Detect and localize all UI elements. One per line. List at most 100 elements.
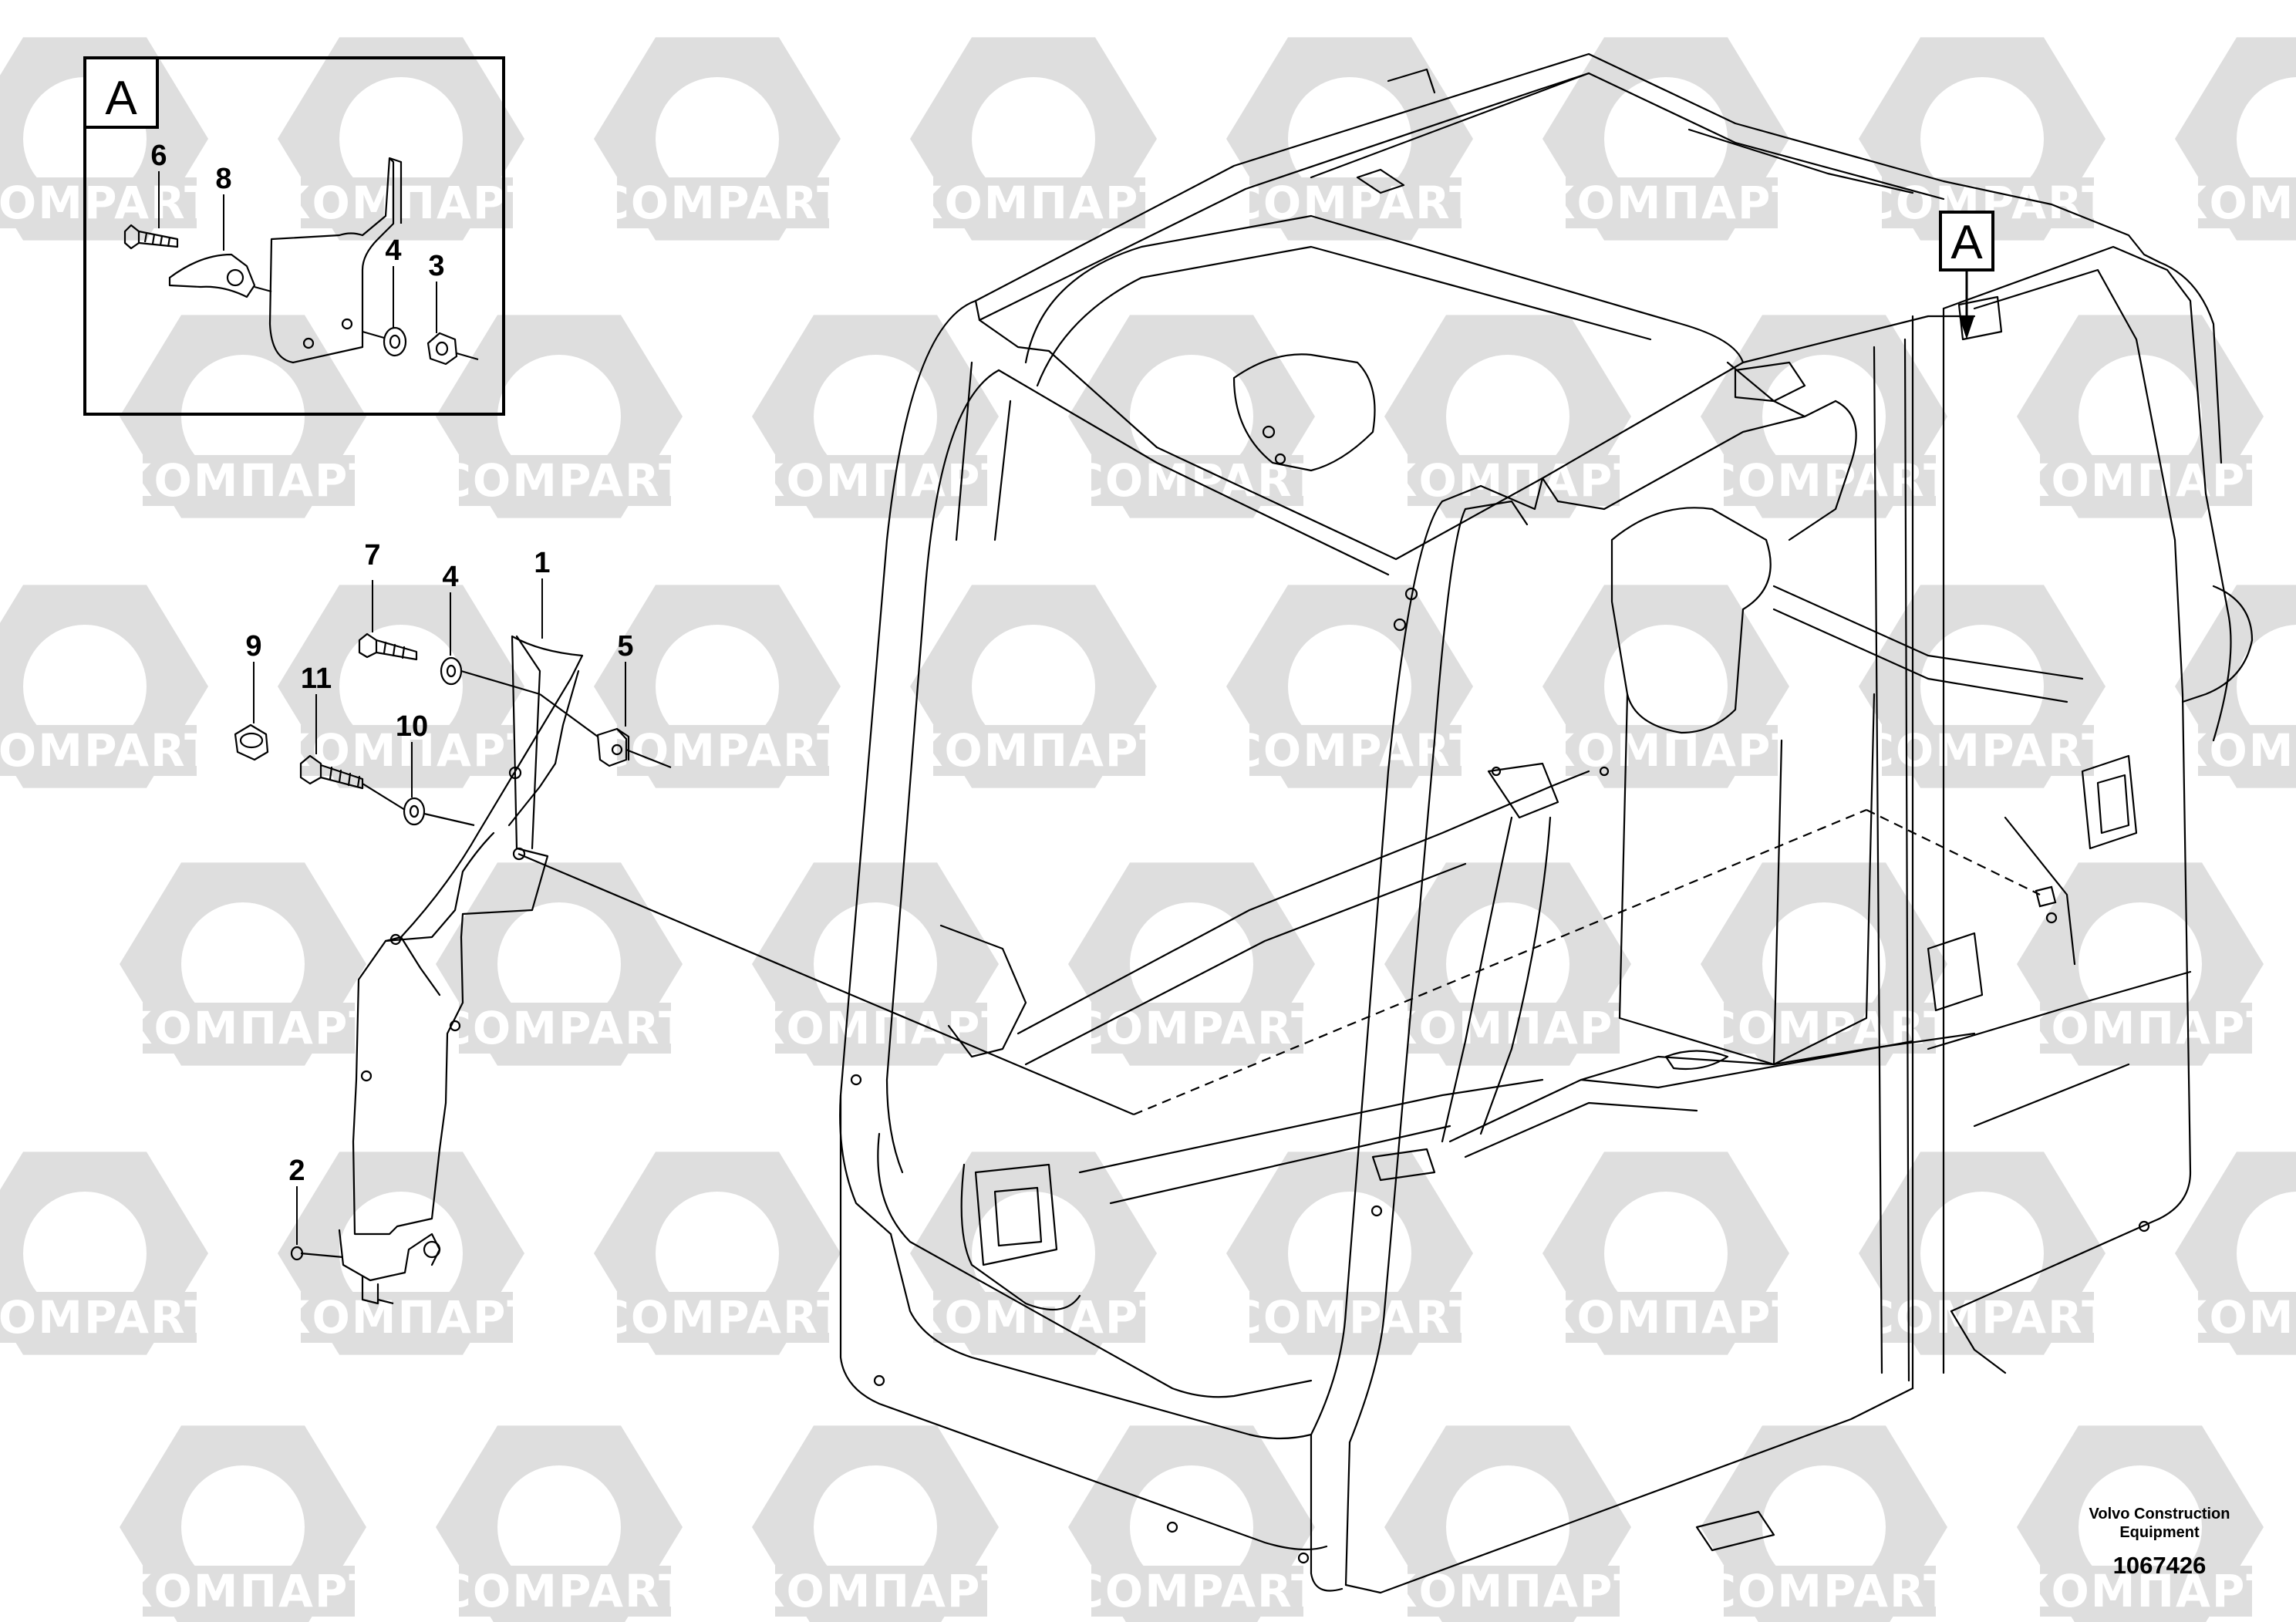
watermark-text: COMPART (0, 1291, 217, 1344)
watermark-text: COMPART (1861, 1291, 2113, 1344)
callout-1: 1 (534, 547, 550, 579)
detail-a-reference-letter: A (1950, 216, 1983, 269)
watermark-text: COMPART (1070, 1565, 1323, 1617)
assembly-lines (300, 669, 2057, 1305)
callout-11: 11 (301, 663, 332, 695)
watermark-band (1408, 1003, 1620, 1054)
watermark-band (143, 455, 355, 506)
detail-a-reference-box (1939, 211, 1994, 271)
watermark-band (1091, 455, 1303, 506)
watermark-ring (181, 1465, 305, 1589)
callout-5: 5 (617, 630, 633, 663)
watermark-band (0, 177, 197, 228)
watermark-ring (1446, 902, 1569, 1026)
watermark-ring (814, 902, 937, 1026)
detail-a-letter: A (105, 72, 137, 125)
watermark-text: КОМПАРТ (906, 177, 1172, 229)
watermark-text: КОМПАРТ (748, 1565, 1013, 1617)
watermark-ring (2237, 625, 2296, 748)
watermark-text: КОМПАРТ (274, 177, 539, 229)
detail-a-frame (83, 56, 505, 416)
watermark-ring (497, 902, 621, 1026)
watermark-text: КОМПАРТ (2013, 1565, 2278, 1617)
callout-7: 7 (364, 539, 380, 572)
watermark-band (1091, 1003, 1303, 1054)
watermark-text: COMPART (1229, 177, 1481, 229)
watermark-text: КОМПАРТ (1539, 177, 1804, 229)
watermark-text: COMPART (1703, 1565, 1955, 1617)
watermark-band (459, 455, 671, 506)
watermark-ring (2237, 1192, 2296, 1315)
watermark-ring (814, 355, 937, 478)
callout-6: 6 (150, 140, 167, 172)
watermark-text: COMPART (1229, 1291, 1481, 1344)
exploded-parts-main (234, 632, 630, 1305)
watermark-ring (656, 1192, 779, 1315)
watermark-band (1566, 725, 1778, 776)
watermark-text: COMPART (1703, 1002, 1955, 1054)
watermark-text: КОМПАРТ (116, 454, 381, 507)
watermark-band (775, 1566, 987, 1617)
watermark-band (143, 1003, 355, 1054)
detail-a-pointer: A (1939, 211, 1994, 339)
watermark-ring (972, 77, 1095, 201)
watermark-text: COMPART (1070, 454, 1323, 507)
watermark-ring (2237, 77, 2296, 201)
watermark-band (1408, 455, 1620, 506)
watermark-band (1249, 725, 1462, 776)
footer-credit: Volvo Construction Equipment 1067426 (2089, 1506, 2230, 1579)
watermark-ring (181, 902, 305, 1026)
watermark-text: COMPART (596, 724, 848, 777)
watermark-text: COMPART (438, 454, 690, 507)
watermark-text: COMPART (438, 1002, 690, 1054)
callout-3: 3 (428, 250, 444, 282)
detail-a-letter-box (83, 56, 159, 129)
watermark-text: КОМПАРТ (116, 1565, 381, 1617)
watermark-text: КОМПАРТ (116, 1002, 381, 1054)
watermark-ring (2079, 1465, 2202, 1589)
watermark-ring (1920, 625, 2044, 748)
callout-10: 10 (396, 710, 428, 743)
watermark-band (2040, 1566, 2252, 1617)
watermark-text: COMPART (1229, 724, 1481, 777)
watermark-ring (497, 1465, 621, 1589)
watermark-band (2198, 725, 2296, 776)
watermark-band (933, 725, 1145, 776)
watermark-ring (1762, 902, 1886, 1026)
watermark-text: КОМПАРТ (1381, 454, 1646, 507)
watermark-text: КОМПАРТ (906, 724, 1172, 777)
callout-2: 2 (288, 1155, 305, 1187)
detail-a-inset: A (83, 56, 505, 416)
cab-frame-drawing (839, 52, 2254, 1594)
watermark-band (301, 725, 513, 776)
watermark-ring (497, 355, 621, 478)
watermark-text: COMPART (596, 177, 848, 229)
watermark-text: КОМПАРТ (748, 1002, 1013, 1054)
watermark-text: КОМПАРТ (2171, 724, 2296, 777)
watermark-text: КОМПАРТ (2171, 1291, 2296, 1344)
watermark-band (1882, 725, 2094, 776)
watermark-ring (656, 77, 779, 201)
watermark-band (1566, 177, 1778, 228)
watermark-ring (23, 1192, 147, 1315)
watermark-ring (1130, 355, 1253, 478)
watermark-band (775, 455, 987, 506)
watermark-band (1091, 1566, 1303, 1617)
watermark-text: КОМПАРТ (2013, 1002, 2278, 1054)
watermark-ring (1604, 1192, 1728, 1315)
watermark-text: КОМПАРТ (2171, 177, 2296, 229)
watermark-text: КОМПАРТ (1381, 1565, 1646, 1617)
part-1-guard-plate (352, 635, 584, 1236)
watermark-text: КОМПАРТ (274, 724, 539, 777)
watermark-band (1408, 1566, 1620, 1617)
watermark-band (143, 1566, 355, 1617)
watermark-band (933, 177, 1145, 228)
watermark-ring (1762, 1465, 1886, 1589)
watermark-ring (339, 1192, 463, 1315)
watermark-band (617, 177, 829, 228)
watermark-layer: COMPART КОМПАРТ COMPART КОМПАРТ COMPART КОМПА… (0, 37, 2296, 1622)
watermark-ring (1446, 355, 1569, 478)
watermark-band (617, 725, 829, 776)
watermark-band (459, 1003, 671, 1054)
